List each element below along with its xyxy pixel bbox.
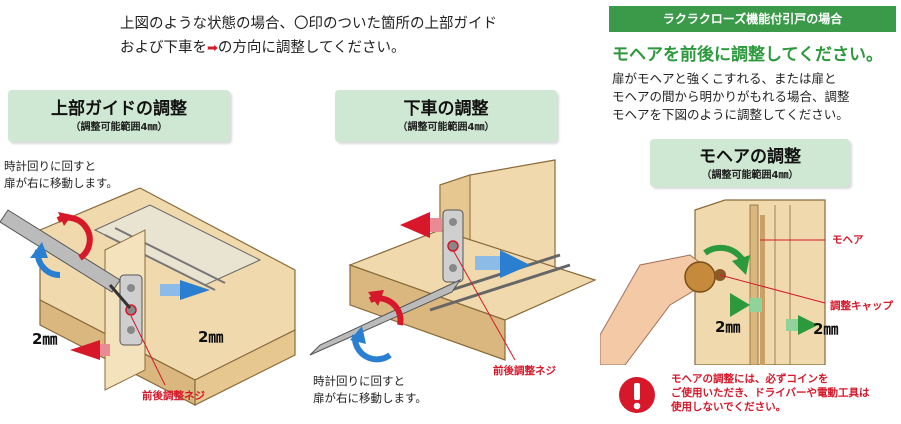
intro-line2: および下車を➡の方向に調整してください。 <box>120 40 406 56</box>
lower-roller-illustration <box>309 159 597 363</box>
intro-text: 上図のような状態の場合、〇印のついた箇所の上部ガイド および下車を➡の方向に調整… <box>120 12 497 61</box>
rakuraku-close-ribbon: ラクラクローズ機能付引戸の場合 <box>609 6 896 32</box>
upper-guide-subtitle: （調整可能範囲4㎜） <box>70 122 168 133</box>
upper-guide-note: 時計回りに回すと 扉が右に移動します。 <box>4 159 118 190</box>
mohair-headline: モヘアを前後に調整してください。 <box>612 45 883 65</box>
right-arrow-icon: ➡ <box>207 41 218 56</box>
lower-roller-title: 下車の調整 <box>403 99 489 119</box>
adjust-cap-label: 調整キャップ <box>830 300 893 312</box>
upper-guide-title-box: 上部ガイドの調整 （調整可能範囲4㎜） <box>8 90 230 142</box>
upper-dim-left: 2㎜ <box>32 330 58 348</box>
warning-exclamation-icon <box>619 377 655 413</box>
upper-screw-label: 前後調整ネジ <box>142 390 205 402</box>
clockwise-rotation-icon <box>350 290 404 363</box>
mohair-description: 扉がモヘアと強くこすれる、または扉と モヘアの間から明かりがもれる場合、調整 モ… <box>612 71 850 122</box>
mohair-title-box: モヘアの調整 （調整可能範囲4㎜） <box>650 139 850 187</box>
mohair-title: モヘアの調整 <box>699 147 801 167</box>
lower-screw-label: 前後調整ネジ <box>493 365 556 377</box>
warning-text: モヘアの調整には、必ずコインを ご使用いただき、ドライバーや電動工具は 使用しな… <box>671 373 870 413</box>
mohair-dim-right: 2㎜ <box>813 320 839 338</box>
clockwise-rotation-icon <box>30 212 93 279</box>
mohair-subtitle: （調整可能範囲4㎜） <box>701 170 799 181</box>
intro-line1: 上図のような状態の場合、〇印のついた箇所の上部ガイド <box>120 16 497 32</box>
upper-guide-illustration <box>0 187 296 406</box>
mohair-dim-left: 2㎜ <box>715 318 741 336</box>
upper-dim-right: 2㎜ <box>198 328 224 346</box>
lower-roller-note: 時計回りに回すと 扉が右に移動します。 <box>313 374 427 405</box>
lower-roller-subtitle: （調整可能範囲4㎜） <box>397 122 495 133</box>
upper-guide-title: 上部ガイドの調整 <box>51 99 187 119</box>
mohair-illustration <box>600 199 826 365</box>
lower-roller-title-box: 下車の調整 （調整可能範囲4㎜） <box>335 90 557 142</box>
mohair-label: モヘア <box>832 234 864 246</box>
